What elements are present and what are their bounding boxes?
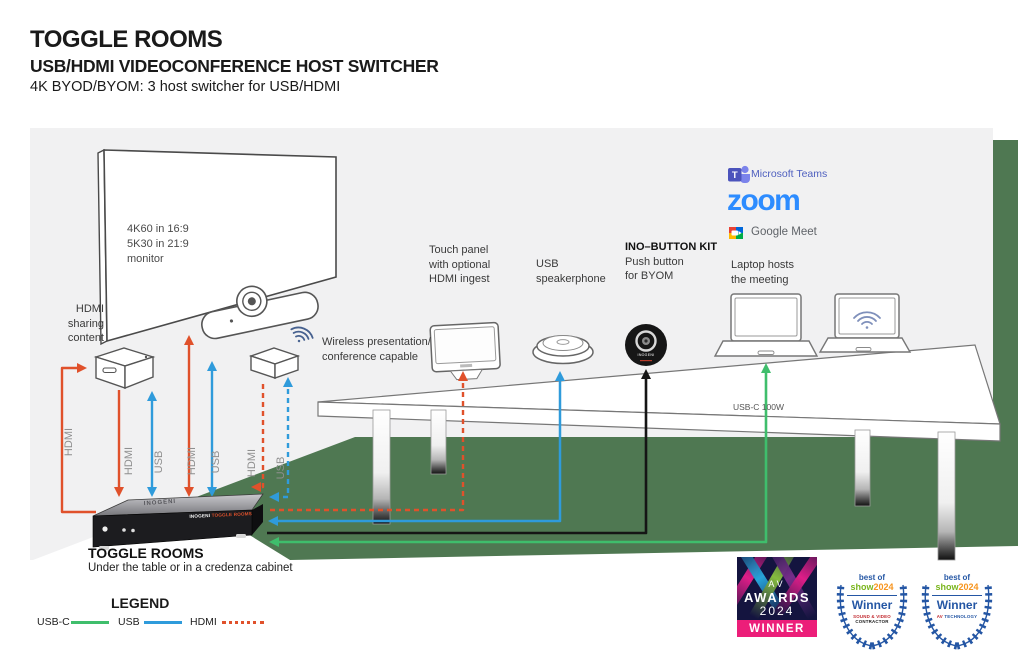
cable-hdmi-wireless-dashed [251,384,265,492]
microsoft-teams-icon: T [728,165,750,183]
cable-label-usb-3: USB [275,456,287,480]
best-of-show-text: best of show2024 Winner AV TECHNOLOGY [926,573,988,619]
laurel-wreath-icon [921,584,993,650]
legend-line-usb [144,621,182,624]
legend-label-hdmi: HDMI [190,616,217,628]
svg-text:T: T [732,170,738,181]
legend-line-usbc [71,621,109,624]
meet-wordmark: Google Meet [751,226,817,238]
laptop-wifi-icon [853,311,881,329]
cable-label-usb-2: USB [210,450,222,474]
cable-label-hdmi-4: HDMI [246,448,258,478]
legend-label-usb: USB [118,616,140,628]
badge-divider [847,595,897,596]
wifi-waves-icon [290,326,314,343]
best-of-show-badge-2: best of show2024 Winner AV TECHNOLOGY [916,557,998,651]
touch-panel-device [429,321,501,381]
av-badge-winner-banner: WINNER [737,620,817,637]
ino-button-print: INOGENI [637,353,655,357]
switcher-name: TOGGLE ROOMS [88,545,204,561]
cable-label-hdmi-1: HDMI [63,427,75,457]
monitor-display [97,148,337,346]
page-title: TOGGLE ROOMS [30,26,223,53]
zoom-wordmark: zoom [727,184,801,217]
video-bar-camera [201,285,319,340]
page-subtitle: USB/HDMI VIDEOCONFERENCE HOST SWITCHER [30,56,439,76]
av-awards-winner-badge: AV AWARDS 2024 WINNER [737,557,817,637]
laptop-host-2 [818,293,912,353]
cable-usbc-laptop [269,363,771,547]
switcher-caption: Under the table or in a credenza cabinet [88,562,293,574]
usbc-power-label: USB-C 100W [733,402,785,412]
switcher-appliance [92,493,264,550]
google-meet-icon [729,227,743,239]
badge-divider [932,595,982,596]
cable-lines [60,335,771,547]
cable-hdmi-sharing-out [60,363,96,514]
av-badge-year: 2024 [759,604,795,618]
av-badge-name: AWARDS [743,590,811,605]
av-badge-prefix: AV [768,579,786,589]
cable-label-usb-1: USB [153,450,165,474]
best-of-show-text: best of show2024 Winner SOUND & VIDEO CO… [841,573,903,624]
legend-title: LEGEND [111,595,170,611]
ino-button-device [625,324,667,366]
cable-label-hdmi-3: HDMI [186,446,198,476]
teams-wordmark: Microsoft Teams [751,168,828,180]
usb-speakerphone-device [532,335,594,365]
legend-label-usbc: USB-C [37,616,70,628]
wireless-label: Wireless presentation/conference capable [322,336,431,363]
page-tagline: 4K BYOD/BYOM: 3 host switcher for USB/HD… [30,79,341,95]
best-of-show-badge-1: best of show2024 Winner SOUND & VIDEO CO… [831,557,913,651]
laurel-wreath-icon [836,584,908,650]
cable-label-hdmi-2: HDMI [123,446,135,476]
laptop-host-1 [713,293,819,357]
hdmi-sharing-device [93,347,156,390]
legend-line-hdmi [222,621,264,624]
